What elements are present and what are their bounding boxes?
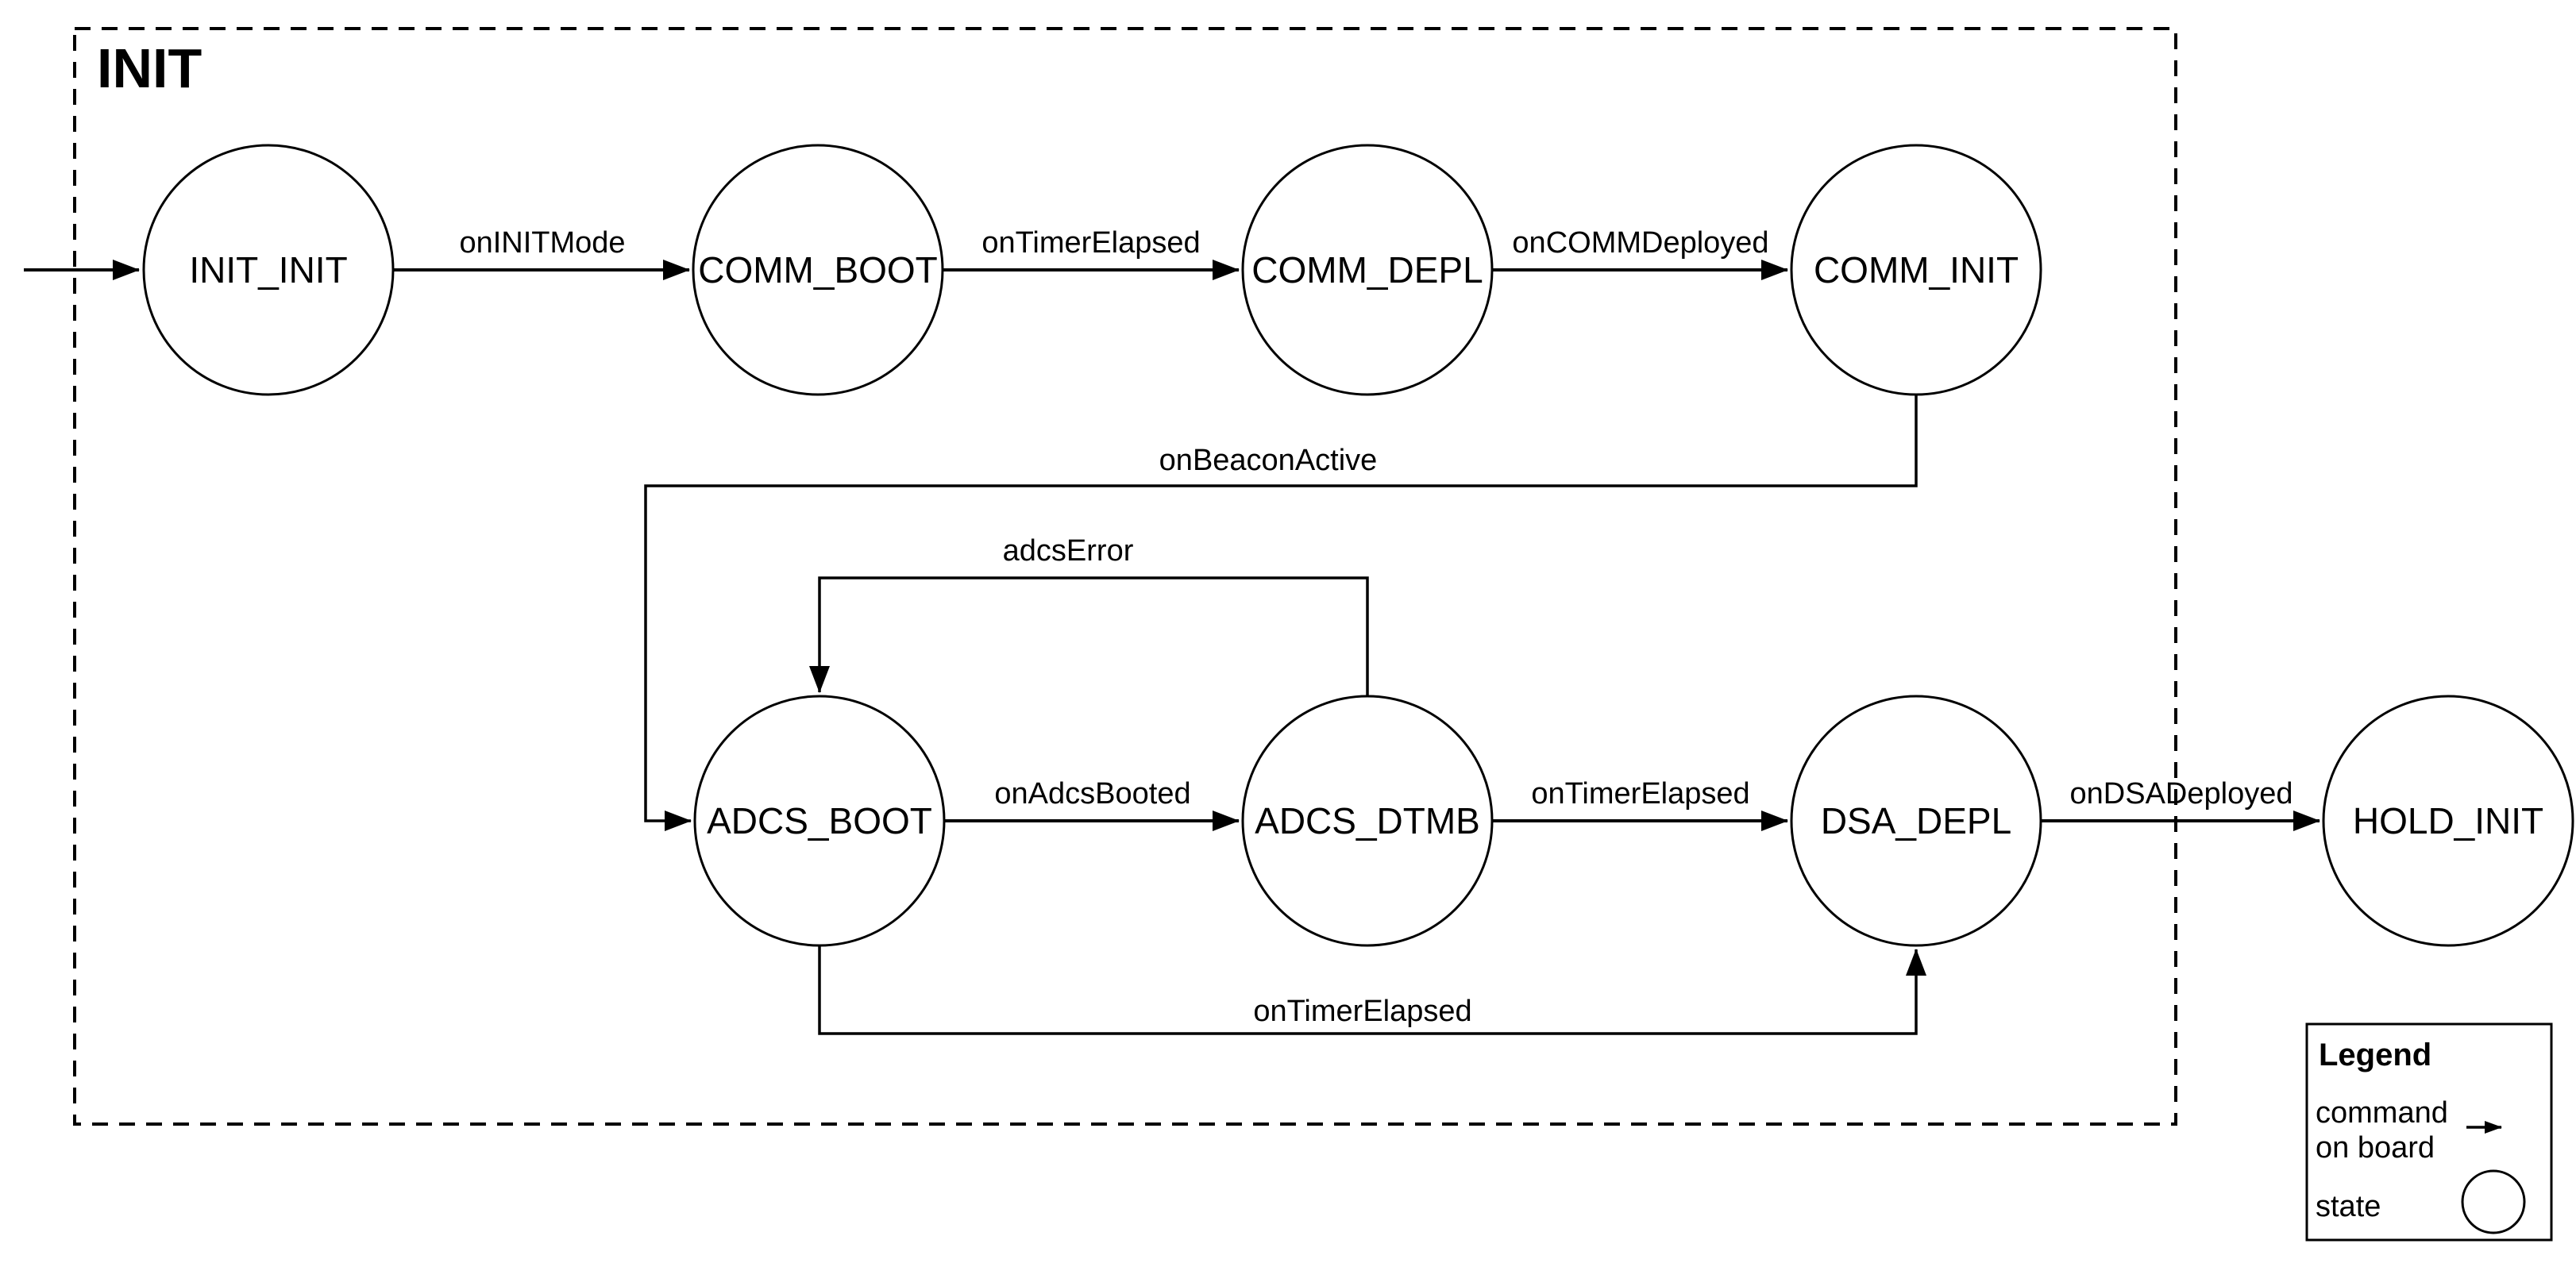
edge-label-ontimerelapsed-3: onTimerElapsed	[1253, 995, 1471, 1028]
state-circle	[1790, 144, 2042, 396]
state-label: HOLD_INIT	[2353, 800, 2543, 841]
edge-label-ondsadeployed: onDSADeployed	[2070, 777, 2293, 811]
state-circle	[1241, 144, 1494, 396]
state-circle	[1790, 695, 2042, 947]
edge-label-ontimerelapsed-2: onTimerElapsed	[1531, 777, 1749, 811]
state-circle	[692, 144, 944, 396]
legend-title: Legend	[2319, 1038, 2431, 1072]
state-circle	[693, 695, 946, 947]
state-node-init-init: INIT_INIT	[142, 144, 395, 396]
state-label: ADCS_BOOT	[707, 800, 932, 841]
state-node-adcs-dtmb: ADCS_DTMB	[1241, 695, 1494, 947]
legend-command-label-line1: command	[2316, 1096, 2448, 1130]
legend-state-label: state	[2316, 1190, 2381, 1223]
state-circle	[1241, 695, 1494, 947]
state-node-hold-init: HOLD_INIT	[2322, 695, 2574, 947]
circle-icon	[2461, 1169, 2526, 1234]
edge-adcs-dtmb-to-adcs-boot	[809, 576, 1369, 696]
init-container-title: INIT	[97, 37, 202, 99]
state-label: ADCS_DTMB	[1255, 800, 1480, 841]
state-node-adcs-boot: ADCS_BOOT	[693, 695, 946, 947]
state-node-dsa-depl: DSA_DEPL	[1790, 695, 2042, 947]
edge-label-onbeaconactive: onBeaconActive	[1159, 444, 1378, 477]
state-node-comm-boot: COMM_BOOT	[692, 144, 944, 396]
legend: Legend command on board state	[2305, 1022, 2553, 1242]
edge-label-onadcsbooted: onAdcsBooted	[994, 777, 1190, 811]
legend-command-label-line2: on board	[2316, 1131, 2435, 1165]
edge-comm-init-to-adcs-boot	[644, 395, 1918, 831]
edge-label-oncommdeployed: onCOMMDeployed	[1512, 226, 1768, 260]
state-label: DSA_DEPL	[1821, 800, 2011, 841]
state-circle	[2322, 695, 2574, 947]
edge-label-adcserror: adcsError	[1003, 534, 1134, 568]
state-label: COMM_INIT	[1814, 249, 2019, 291]
state-node-comm-depl: COMM_DEPL	[1241, 144, 1494, 396]
state-circle	[142, 144, 395, 396]
state-node-comm-init: COMM_INIT	[1790, 144, 2042, 396]
edge-adcs-boot-to-dsa-depl	[818, 945, 1926, 1035]
edge-label-ontimerelapsed-1: onTimerElapsed	[981, 226, 1200, 260]
state-label: COMM_DEPL	[1251, 249, 1483, 291]
init-container-boundary	[73, 27, 2177, 1126]
state-label: COMM_BOOT	[698, 249, 938, 291]
edge-label-oninitmode: onINITMode	[459, 226, 625, 260]
state-label: INIT_INIT	[189, 249, 347, 291]
